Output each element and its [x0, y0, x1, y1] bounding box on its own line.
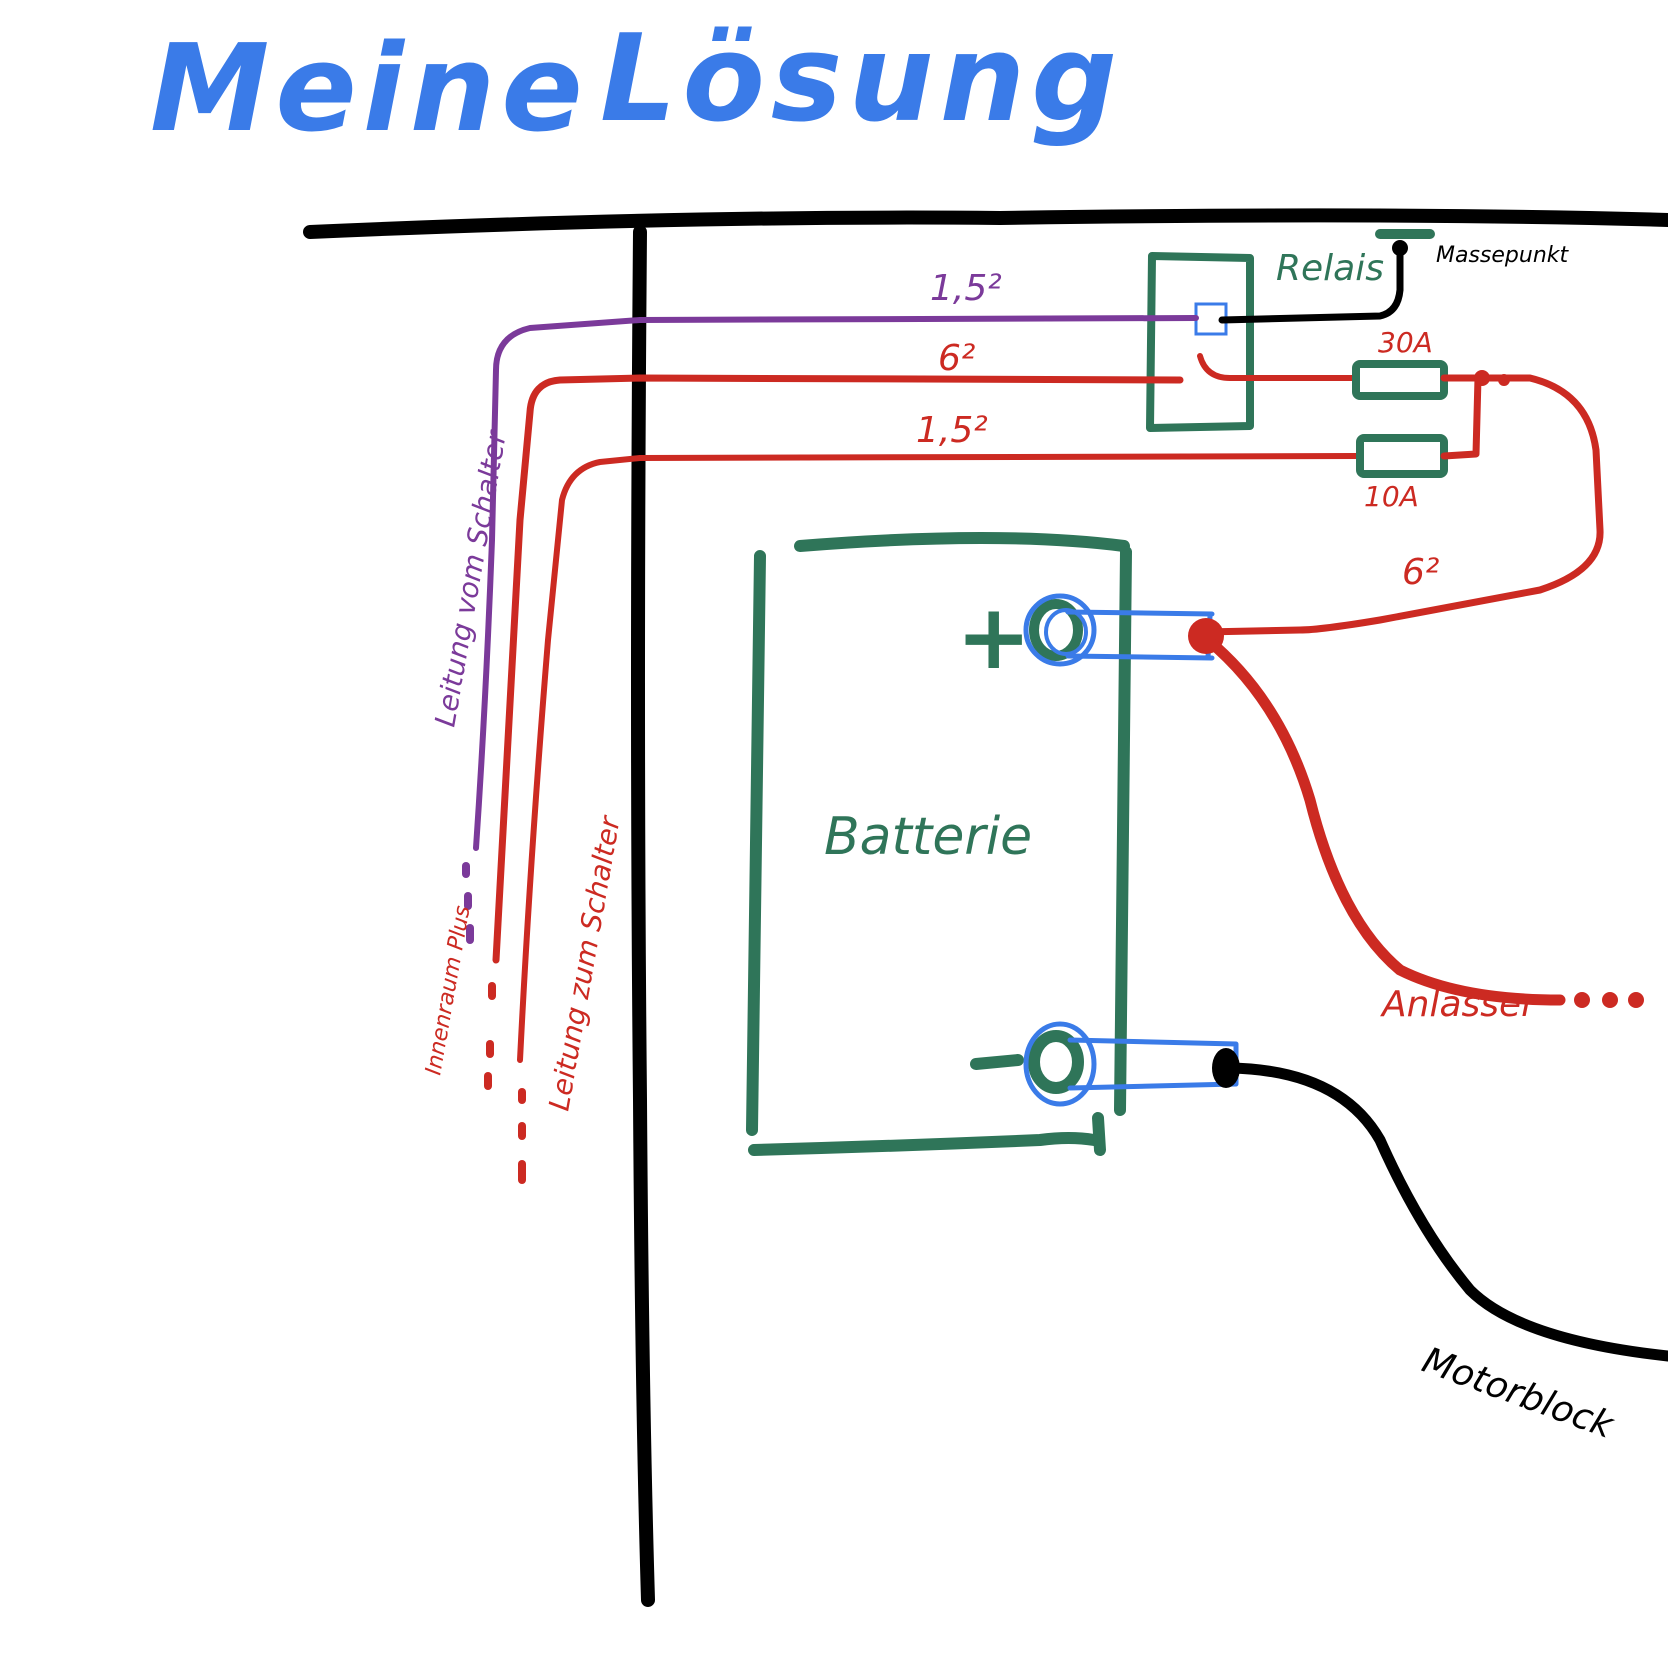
starter-dot-2	[1602, 992, 1618, 1008]
engine-ground-cable: Motorblock	[1224, 1062, 1668, 1448]
relay-label: Relais	[1276, 248, 1384, 289]
starter-cable: Anlasser	[1202, 634, 1644, 1025]
interior-plus-label: Innenraum Plus	[421, 904, 475, 1077]
red-wire-6mm-right-path	[1200, 374, 1604, 636]
plus-post	[1029, 599, 1083, 661]
title: Meine Lösung	[150, 10, 1123, 159]
battery-case-bottom	[748, 1132, 1100, 1156]
red-wire-6mm-top: 6² Innenraum Plus	[421, 338, 1184, 1090]
frame-vertical-line	[631, 225, 655, 1607]
minus-post	[1028, 1030, 1084, 1094]
battery-case-right	[1114, 546, 1132, 1116]
relay-to-fuse-30a-wire	[1197, 353, 1357, 381]
ground-terminal	[1392, 240, 1408, 256]
title-word-2: Lösung	[600, 10, 1123, 149]
fuse-30a-label: 30A	[1378, 326, 1433, 359]
relay-ground-wire	[1218, 244, 1404, 324]
fuse-30a	[1352, 360, 1448, 400]
starter-label: Anlasser	[1380, 984, 1538, 1025]
battery-minus-sign	[970, 1054, 1024, 1070]
battery-label: Batterie	[824, 807, 1032, 867]
battery-case-left	[746, 550, 766, 1136]
fuse-10a-label: 10A	[1364, 480, 1419, 513]
battery-case-top	[794, 532, 1130, 552]
red-wire-6mm-top-path	[492, 374, 1184, 964]
battery-plus-sign: +	[956, 585, 1031, 690]
battery-minus-terminal: −	[970, 1021, 1240, 1107]
minus-cable-eye	[1023, 1021, 1097, 1107]
engine-block-label: Motorblock	[1417, 1340, 1621, 1448]
starter-cable-path	[1202, 634, 1566, 1006]
relay-box	[1146, 252, 1254, 432]
relay: Relais	[1146, 248, 1384, 432]
starter-dot-1	[1574, 992, 1590, 1008]
purple-wire-path	[473, 315, 1199, 851]
starter-dot-3	[1628, 992, 1644, 1008]
frame-horizontal-line	[303, 208, 1668, 239]
purple-wire-gauge-label: 1,5²	[930, 268, 1002, 309]
ground-point-label: Massepunkt	[1436, 243, 1570, 268]
fuse-bridge-wire	[1440, 374, 1482, 460]
red-wire-6mm-right-gauge-label: 6²	[1402, 552, 1439, 593]
fuses: 30A 10A	[1352, 326, 1510, 513]
switch-line-purple-label: Leitung vom Schalter	[428, 427, 513, 729]
red-wire-6mm-right: 6²	[1200, 374, 1604, 636]
red-wire-1-5mm-path	[517, 453, 1359, 1063]
body-frame	[303, 208, 1668, 1607]
battery-plus-terminal: +	[956, 585, 1224, 690]
battery-case-right-corner	[1092, 1112, 1106, 1156]
plus-cable-eye-inner	[1044, 608, 1088, 656]
title-word-1: Meine	[150, 20, 589, 159]
switch-line-red-label: Leitung zum Schalter	[542, 813, 626, 1114]
plus-cable-eye	[1023, 593, 1097, 667]
engine-ground-cable-path	[1224, 1062, 1668, 1362]
red-wire-6mm-top-gauge-label: 6²	[938, 338, 975, 379]
fuse-10a	[1356, 434, 1448, 478]
ground-point: Massepunkt	[1218, 229, 1570, 324]
red-wire-1-5mm-gauge-label: 1,5²	[916, 410, 988, 451]
battery: Batterie + −	[746, 532, 1240, 1156]
